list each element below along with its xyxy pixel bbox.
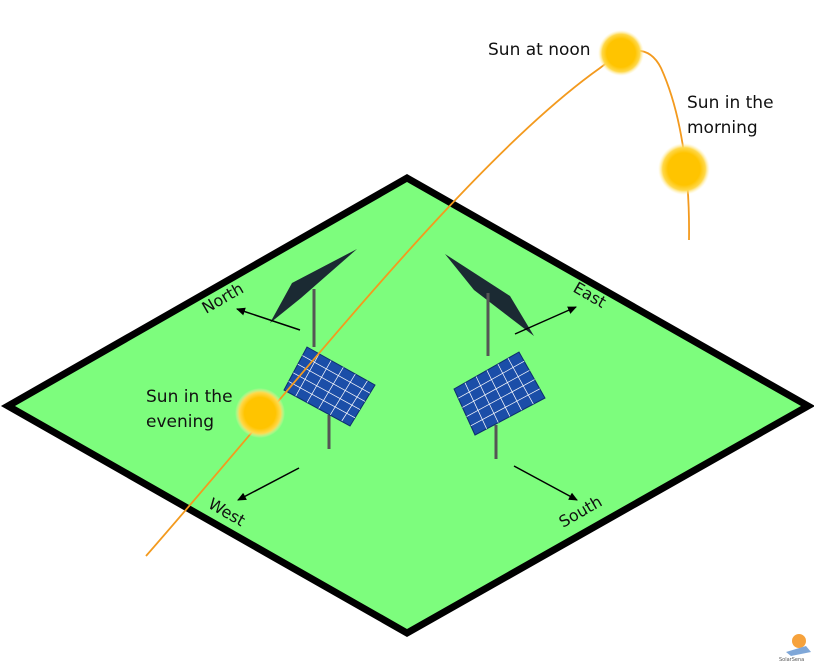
east-arrow (514, 306, 577, 335)
sun-evening-label-line2: evening (146, 412, 214, 432)
sun-evening-label: Sun in the evening (146, 387, 238, 432)
south-arrow (513, 465, 578, 501)
sun-evening-label-line1: Sun in the (146, 387, 233, 407)
logo-sun-icon (792, 634, 806, 648)
sun-morning-label-line2: morning (687, 118, 758, 138)
west-arrow (237, 467, 300, 501)
sun-noon (598, 30, 644, 76)
solar-tracker-south (445, 254, 546, 459)
compass-arrows (236, 306, 578, 501)
solarsena-logo: SolarSena (779, 634, 811, 663)
north-arrow (236, 307, 301, 331)
solar-panel (453, 351, 546, 436)
logo-panel-icon (786, 646, 811, 656)
panel-shadow (270, 249, 357, 323)
sun-noon-label: Sun at noon (488, 40, 591, 60)
sun-morning-label-line1: Sun in the (687, 93, 774, 113)
logo-text: SolarSena (779, 657, 804, 663)
sun-morning (658, 143, 710, 195)
sun-evening (235, 388, 285, 438)
ground-plane (0, 173, 814, 638)
sun-path-arc (145, 49, 690, 557)
sun-morning-label: Sun in the morning (687, 93, 779, 138)
